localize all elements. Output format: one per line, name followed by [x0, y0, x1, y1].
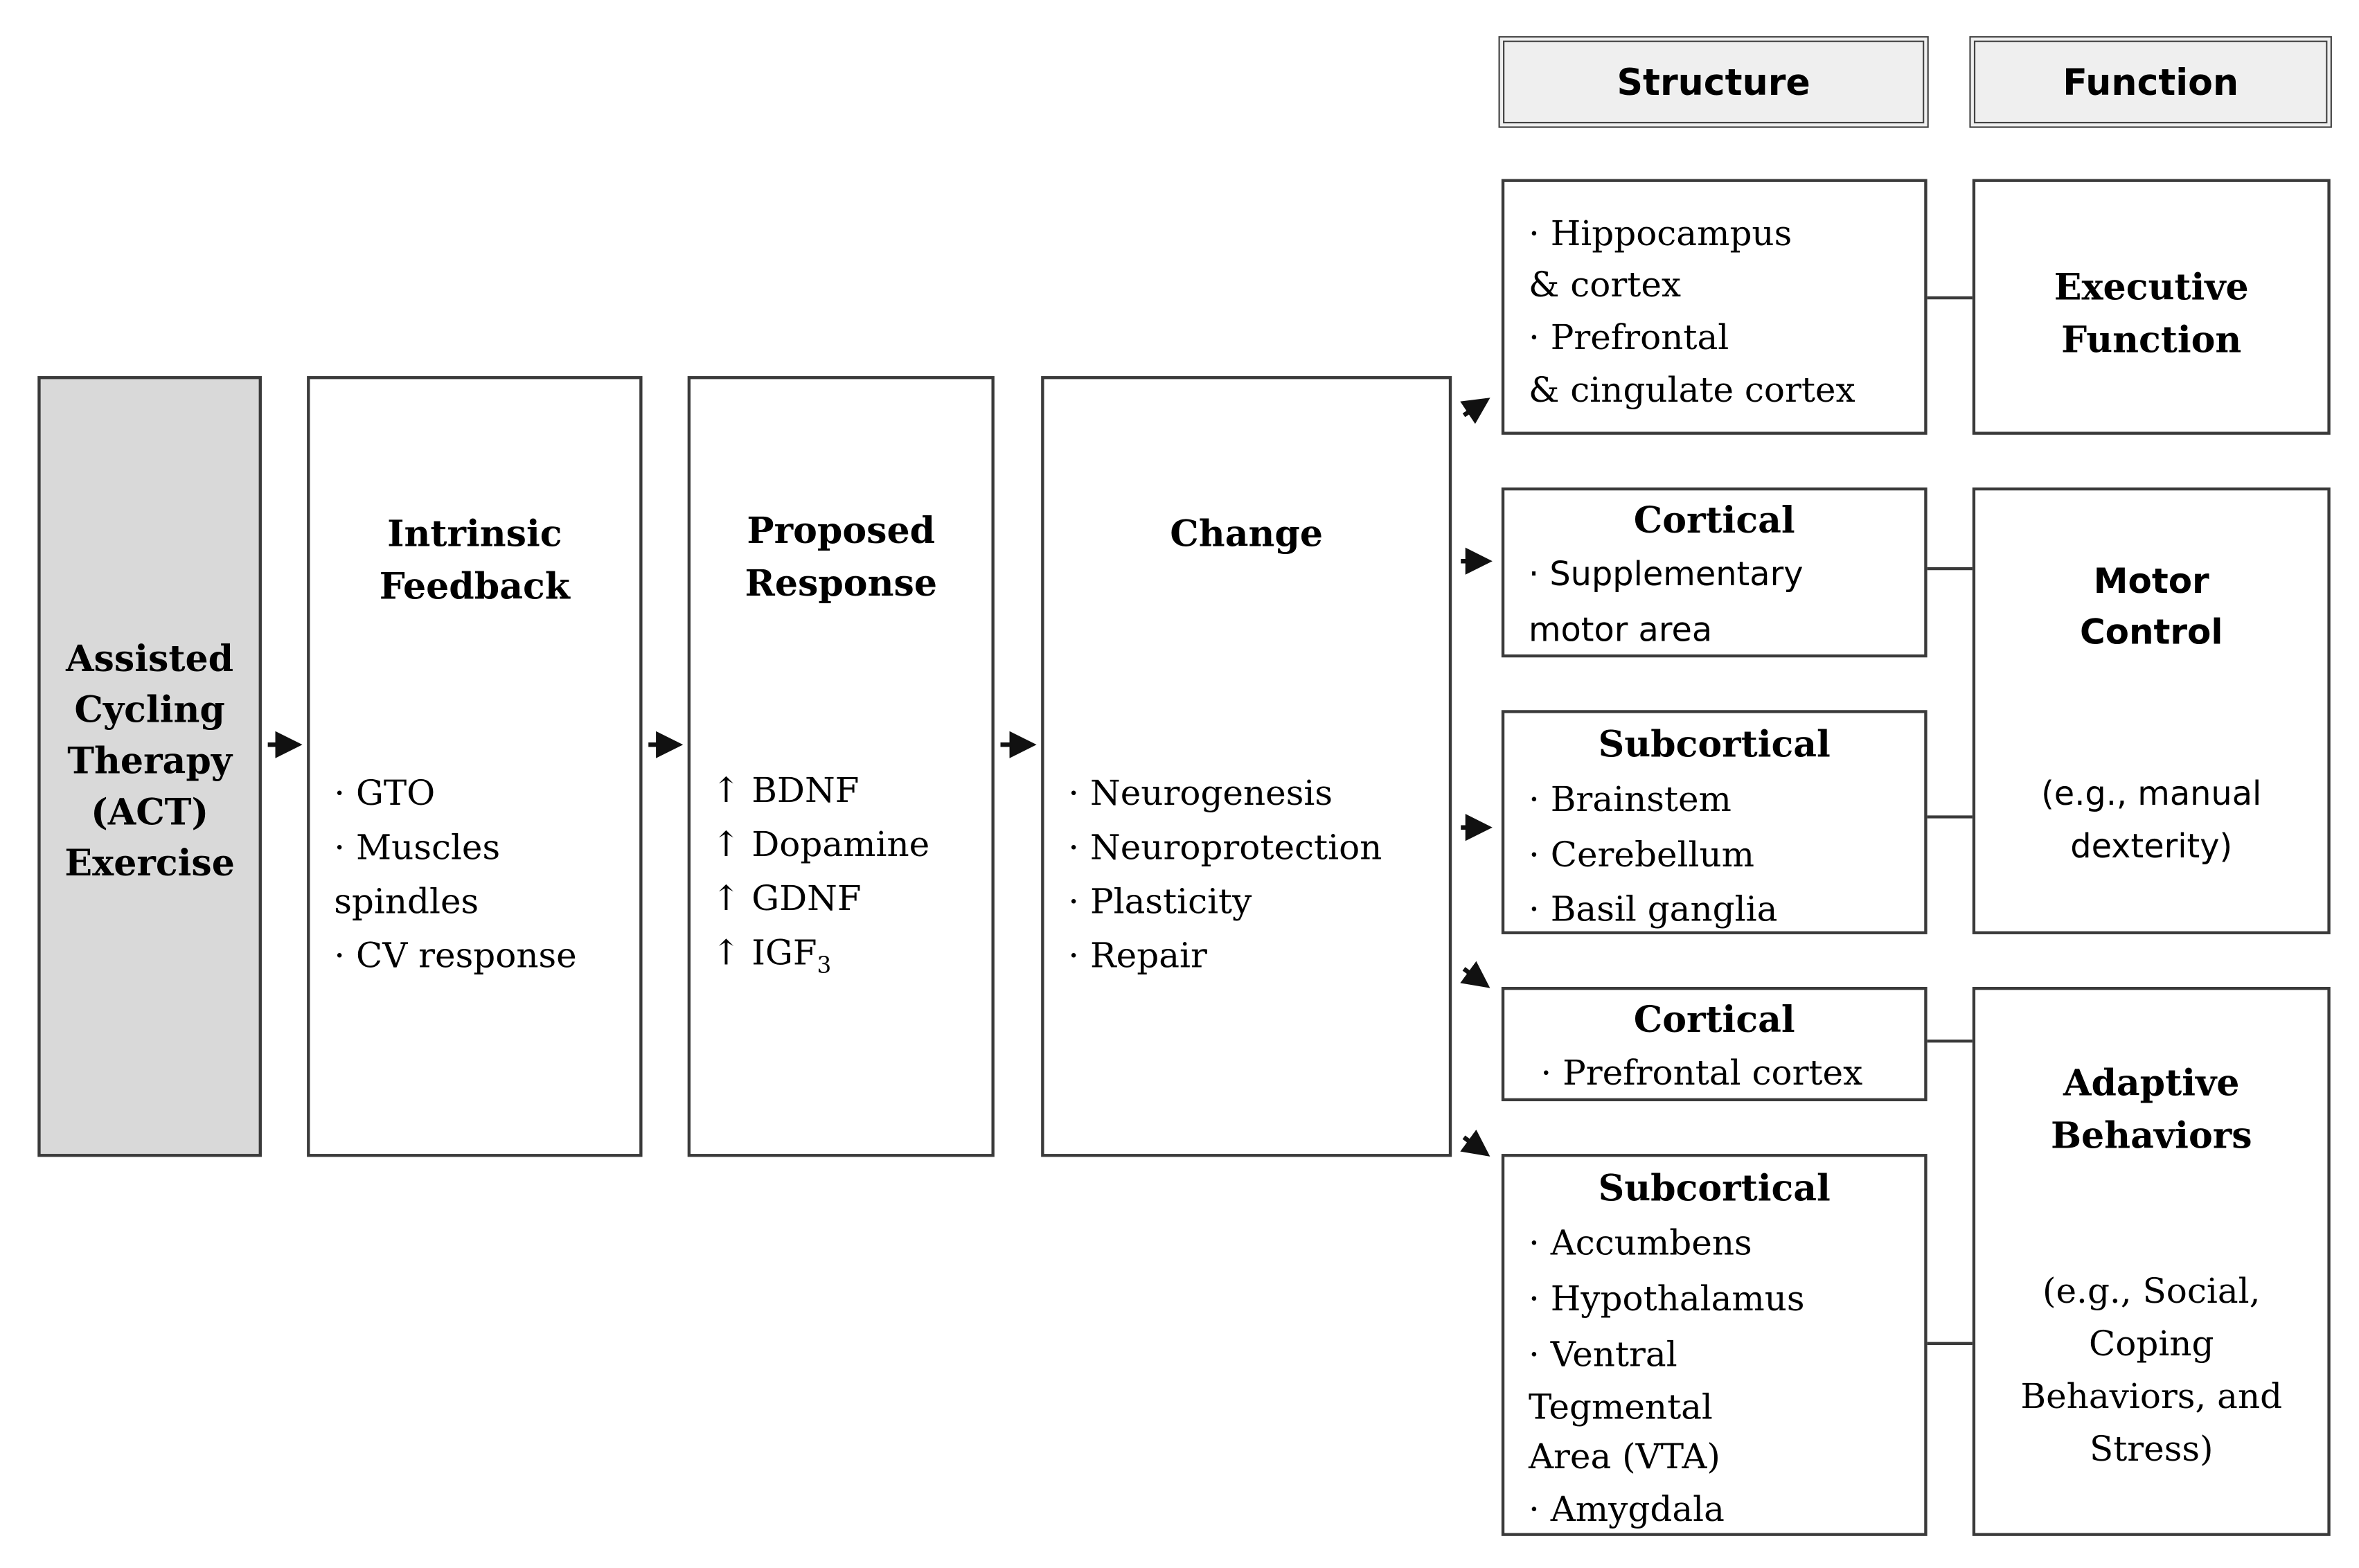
up-arrow-icon: ↑ — [711, 826, 741, 866]
act-exercise-box: Assisted Cycling Therapy (ACT) Exercise — [37, 376, 262, 1157]
act-line: Therapy — [67, 738, 233, 782]
structure-title: Subcortical — [1598, 722, 1831, 766]
list-item: · Brainstem — [1528, 781, 1732, 820]
list-item-label: Dopamine — [751, 826, 930, 866]
structure-header: Structure — [1498, 36, 1929, 128]
proposed-title: Proposed Response — [691, 504, 991, 609]
function-example: (e.g., Social, Coping Behaviors, and Str… — [1975, 1267, 2327, 1477]
intrinsic-title-line: Feedback — [379, 564, 570, 608]
structure-box-subcortical-adaptive: Subcortical · Accumbens · Hypothalamus ·… — [1501, 1154, 1928, 1538]
function-example-line: (e.g., Social, — [2042, 1272, 2261, 1312]
structure-list: · Brainstem · Cerebellum · Basil ganglia — [1529, 774, 1777, 938]
function-title: Adaptive Behaviors — [1975, 1056, 2327, 1161]
proposed-title-line: Response — [745, 561, 938, 605]
structure-box-subcortical-motor: Subcortical · Brainstem · Cerebellum · B… — [1501, 710, 1928, 934]
structure-list: · Accumbens · Hypothalamus · Ventral Teg… — [1529, 1217, 1805, 1538]
function-example-line: (e.g., manual — [2041, 776, 2262, 814]
list-item: spindles — [334, 883, 479, 923]
list-item: · CV response — [334, 937, 577, 977]
function-box-executive: Executive Function — [1972, 179, 2331, 435]
function-title-line: Adaptive — [2063, 1060, 2240, 1105]
act-line: Exercise — [64, 840, 235, 884]
function-title-line: Function — [2061, 317, 2242, 362]
list-item: · Prefrontal — [1528, 319, 1729, 358]
function-title-line: Motor — [2093, 562, 2209, 602]
structure-title: Cortical — [1633, 997, 1795, 1042]
act-line: (ACT) — [91, 789, 209, 833]
intrinsic-feedback-box: Intrinsic Feedback · GTO · Muscles spind… — [307, 376, 643, 1157]
list-item: & cingulate cortex — [1528, 371, 1855, 411]
arrow-change-to-s4 — [1460, 961, 1490, 988]
function-example-line: dexterity) — [2070, 828, 2233, 867]
structure-box-cortical-motor: Cortical · Supplementary motor area — [1501, 487, 1928, 659]
intrinsic-list: · GTO · Muscles spindles · CV response — [334, 767, 577, 984]
structure-box-hippocampus: · Hippocampus & cortex · Prefrontal & ci… — [1501, 179, 1928, 435]
function-example-line: Behaviors, and — [2020, 1378, 2283, 1418]
function-title-line: Executive — [2054, 265, 2249, 309]
list-item: · Plasticity — [1068, 883, 1252, 923]
subscript: 3 — [817, 952, 832, 979]
list-item: · Ventral — [1528, 1335, 1677, 1375]
intrinsic-title: Intrinsic Feedback — [310, 507, 639, 612]
proposed-title-line: Proposed — [747, 508, 936, 553]
up-arrow-icon: ↑ — [711, 934, 741, 974]
arrow-change-to-s5 — [1460, 1130, 1490, 1157]
list-item: · Hippocampus — [1528, 215, 1792, 255]
function-example: (e.g., manual dexterity) — [1975, 769, 2327, 874]
function-title-line: Control — [2079, 614, 2223, 653]
function-example-line: Coping — [2089, 1325, 2214, 1365]
list-item: ↑ IGF3 — [711, 927, 929, 992]
list-item-label: GDNF — [751, 880, 862, 920]
proposed-list: ↑ BDNF ↑ Dopamine ↑ GDNF ↑ IGF3 — [711, 764, 929, 992]
list-item: · GTO — [334, 774, 436, 814]
list-item: · Supplementary — [1528, 556, 1804, 595]
list-item: · Neurogenesis — [1068, 774, 1333, 814]
list-item: Area (VTA) — [1528, 1438, 1720, 1478]
list-item: ↑ BDNF — [711, 764, 929, 818]
function-box-motor-control: Motor Control (e.g., manual dexterity) — [1972, 487, 2331, 934]
list-item: · Cerebellum — [1528, 836, 1755, 876]
list-item: ↑ GDNF — [711, 873, 929, 927]
act-line: Assisted — [66, 635, 234, 679]
list-item: · Amygdala — [1528, 1490, 1725, 1531]
list-item: · Muscles — [334, 828, 501, 868]
structure-list: · Supplementary motor area — [1529, 548, 1804, 659]
up-arrow-icon: ↑ — [711, 880, 741, 920]
function-example-line: Stress) — [2089, 1430, 2214, 1470]
list-item-label: IGF — [751, 934, 817, 974]
list-item: · Neuroprotection — [1068, 828, 1382, 868]
list-item: · Prefrontal cortex — [1540, 1054, 1863, 1094]
intrinsic-title-line: Intrinsic — [387, 511, 562, 555]
arrow-change-to-s1 — [1460, 398, 1490, 425]
list-item: ↑ Dopamine — [711, 819, 929, 873]
list-item: · Repair — [1068, 937, 1207, 977]
list-item-label: BDNF — [751, 772, 860, 811]
structure-box-cortical-adaptive: Cortical · Prefrontal cortex — [1501, 986, 1928, 1102]
function-title-line: Behaviors — [2050, 1113, 2252, 1157]
list-item: Tegmental — [1528, 1388, 1713, 1428]
list-item: & cortex — [1528, 266, 1682, 305]
structure-title: Subcortical — [1598, 1166, 1831, 1210]
change-box: Change · Neurogenesis · Neuroprotection … — [1041, 376, 1452, 1157]
structure-title: Cortical — [1633, 497, 1795, 542]
act-line: Cycling — [74, 686, 225, 731]
change-title: Change — [1170, 511, 1324, 555]
function-box-adaptive-behaviors: Adaptive Behaviors (e.g., Social, Coping… — [1972, 986, 2331, 1536]
list-item: · Accumbens — [1528, 1224, 1752, 1264]
list-item: · Basil ganglia — [1528, 890, 1778, 930]
function-title: Motor Control — [1975, 557, 2327, 659]
list-item: motor area — [1528, 612, 1713, 650]
proposed-response-box: Proposed Response ↑ BDNF ↑ Dopamine ↑ GD… — [687, 376, 995, 1157]
list-item: · Hypothalamus — [1528, 1280, 1805, 1320]
function-header: Function — [1969, 36, 2332, 128]
change-list: · Neurogenesis · Neuroprotection · Plast… — [1068, 767, 1382, 984]
up-arrow-icon: ↑ — [711, 772, 741, 811]
function-title: Executive Function — [1975, 260, 2327, 366]
